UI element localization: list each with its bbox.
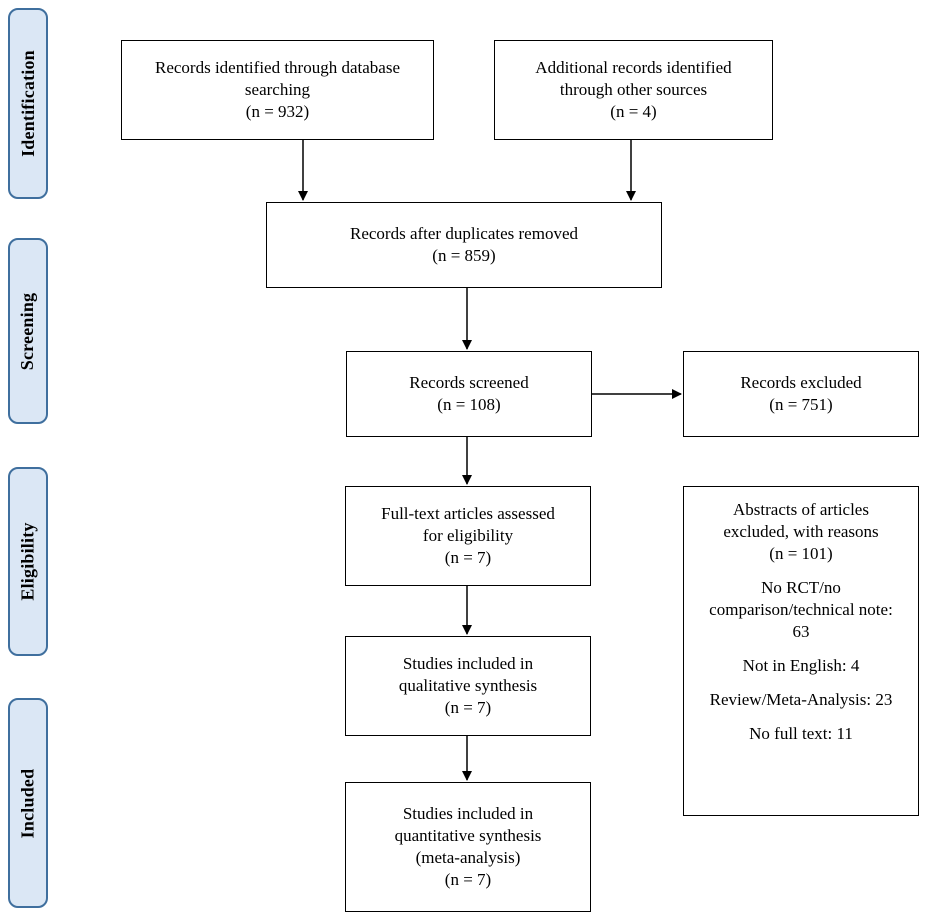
box-database-line-2: searching <box>244 80 311 99</box>
box-records-screened: Records screened (n = 108) <box>346 351 592 437</box>
box-excluded-line-1: Records excluded <box>740 373 862 392</box>
reason-no-rct-line-1: No RCT/no <box>761 578 841 597</box>
phase-included-label: Included <box>17 768 38 838</box>
box-qualitative-count: (n = 7) <box>444 698 492 717</box>
phase-eligibility: Eligibility <box>8 467 48 656</box>
box-database-line-1: Records identified through database <box>154 58 400 77</box>
box-other-line-1: Additional records identified <box>535 58 732 77</box>
phase-screening-label: Screening <box>17 292 38 370</box>
box-database-records: Records identified through database sear… <box>121 40 434 140</box>
reason-no-full-text: No full text: 11 <box>749 724 853 743</box>
box-fulltext-count: (n = 7) <box>444 548 492 567</box>
box-duplicates-count: (n = 859) <box>432 246 496 265</box>
reason-review-meta: Review/Meta-Analysis: 23 <box>709 690 893 709</box>
box-quantitative-line-2: quantitative synthesis <box>394 826 542 845</box>
reason-no-rct-count: 63 <box>792 622 810 641</box>
box-qualitative-line-1: Studies included in <box>402 654 534 673</box>
phase-screening: Screening <box>8 238 48 424</box>
box-screened-count: (n = 108) <box>437 395 501 414</box>
reason-not-english: Not in English: 4 <box>742 656 860 675</box>
phase-eligibility-label: Eligibility <box>17 522 38 601</box>
box-quantitative-count: (n = 7) <box>444 870 492 889</box>
box-fulltext-line-1: Full-text articles assessed <box>381 504 555 523</box>
box-excluded-count: (n = 751) <box>769 395 833 414</box>
box-quantitative-line-3: (meta-analysis) <box>415 848 521 867</box>
phase-identification: Identification <box>8 8 48 199</box>
box-other-sources: Additional records identified through ot… <box>494 40 773 140</box>
abstracts-heading-count: (n = 101) <box>769 544 833 563</box>
abstracts-heading-line-2: excluded, with reasons <box>723 522 879 541</box>
box-duplicates-line-1: Records after duplicates removed <box>350 224 578 243</box>
box-records-excluded: Records excluded (n = 751) <box>683 351 919 437</box>
box-other-line-2: through other sources <box>559 80 708 99</box>
box-database-count: (n = 932) <box>245 102 310 121</box>
box-duplicates-removed: Records after duplicates removed (n = 85… <box>266 202 662 288</box>
box-other-count: (n = 4) <box>610 102 657 121</box>
box-qualitative-line-2: qualitative synthesis <box>398 676 538 695</box>
phase-identification-label: Identification <box>17 50 38 157</box>
box-fulltext-line-2: for eligibility <box>422 526 514 545</box>
phase-included: Included <box>8 698 48 908</box>
box-full-text-assessed: Full-text articles assessed for eligibil… <box>345 486 591 586</box>
box-quantitative-line-1: Studies included in <box>402 804 534 823</box>
reason-no-rct-line-2: comparison/technical note: <box>709 600 893 619</box>
box-qualitative-synthesis: Studies included in qualitative synthesi… <box>345 636 591 736</box>
box-screened-line-1: Records screened <box>409 373 529 392</box>
abstracts-heading-line-1: Abstracts of articles <box>733 500 869 519</box>
box-quantitative-synthesis: Studies included in quantitative synthes… <box>345 782 591 912</box>
box-abstracts-excluded: Abstracts of articles excluded, with rea… <box>683 486 919 816</box>
